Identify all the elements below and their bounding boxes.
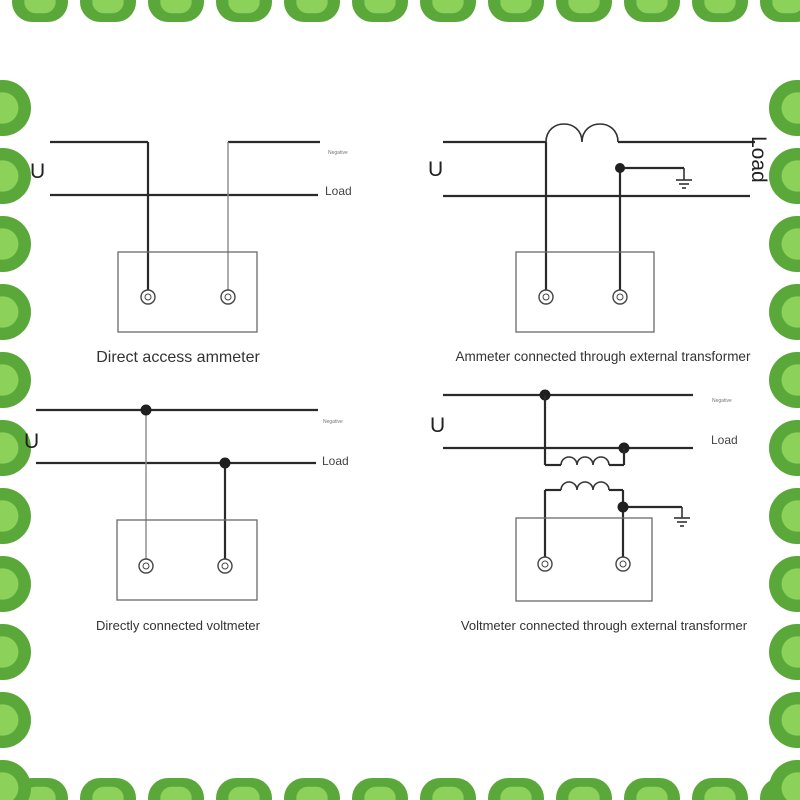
border-pill <box>80 778 136 800</box>
border-pill <box>624 778 680 800</box>
panel-transformer-ammeter: U Load Ammeter connected through externa… <box>428 123 770 364</box>
border-pill <box>352 0 408 22</box>
transformer-secondary-coil-icon <box>560 481 610 491</box>
border-pill <box>692 778 748 800</box>
terminal-right <box>217 558 233 574</box>
panel-caption: Direct access ammeter <box>96 349 260 366</box>
meter-box <box>515 251 655 333</box>
border-pill <box>148 0 204 22</box>
voltage-label: U <box>30 160 45 183</box>
current-transformer-coil-icon <box>545 123 619 143</box>
junction-node-bottom <box>219 457 231 469</box>
junction-node-top <box>140 404 152 416</box>
meter-box <box>116 519 258 601</box>
border-pill <box>0 148 31 204</box>
border-pill <box>769 352 800 408</box>
border-pill <box>556 0 612 22</box>
border-pill <box>0 624 31 680</box>
border-pill <box>624 0 680 22</box>
panel-direct-ammeter: U Negative Load Direct access ammeter <box>30 140 352 366</box>
panel-caption: Directly connected voltmeter <box>96 618 261 633</box>
voltage-label: U <box>428 158 443 181</box>
border-pill <box>769 420 800 476</box>
junction-node <box>615 163 625 173</box>
border-pill <box>0 284 31 340</box>
terminal-left <box>138 558 154 574</box>
border-pill <box>0 488 31 544</box>
border-pill <box>769 80 800 136</box>
border-pill <box>352 778 408 800</box>
border-pill <box>420 0 476 22</box>
border-pill <box>692 0 748 22</box>
border-pill <box>216 778 272 800</box>
border-pill <box>0 692 31 748</box>
border-pill <box>0 760 31 800</box>
negative-label: Negative <box>323 419 343 425</box>
panel-transformer-voltmeter: U Negative Load Voltmeter connected thro… <box>430 389 748 633</box>
terminal-right <box>612 289 628 305</box>
border-pill <box>284 778 340 800</box>
border-pill <box>0 352 31 408</box>
border-pill <box>0 556 31 612</box>
border-pill <box>12 0 68 22</box>
terminal-right <box>220 289 236 305</box>
border-pill <box>488 0 544 22</box>
terminal-left <box>538 289 554 305</box>
border-pill <box>420 778 476 800</box>
negative-label: Negative <box>712 398 732 404</box>
panel-caption: Ammeter connected through external trans… <box>456 349 751 364</box>
voltage-label: U <box>24 430 39 453</box>
ground-icon <box>674 517 690 527</box>
terminal-left <box>140 289 156 305</box>
negative-label: Negative <box>328 150 348 156</box>
border-pill <box>488 778 544 800</box>
border-pill <box>769 216 800 272</box>
border-pill <box>769 624 800 680</box>
border-pill <box>769 284 800 340</box>
voltage-label: U <box>430 414 445 437</box>
border-pill <box>0 80 31 136</box>
terminal-right <box>615 556 631 572</box>
border-pill <box>216 0 272 22</box>
border-pill <box>148 778 204 800</box>
border-pill <box>769 760 800 800</box>
border-pill <box>0 216 31 272</box>
border-pill <box>80 0 136 22</box>
meter-box <box>117 251 258 333</box>
meter-box <box>515 517 653 602</box>
border-pill <box>760 0 800 22</box>
load-label: Load <box>322 454 349 468</box>
junction-node-secondary <box>617 501 629 513</box>
border-pill <box>769 488 800 544</box>
border-pill <box>769 692 800 748</box>
border-pill <box>556 778 612 800</box>
border-pill <box>0 420 31 476</box>
load-label: Load <box>711 433 738 447</box>
ground-icon <box>676 179 692 189</box>
panel-caption: Voltmeter connected through external tra… <box>461 618 748 633</box>
border-pill <box>284 0 340 22</box>
terminal-left <box>537 556 553 572</box>
load-label: Load <box>325 184 352 198</box>
load-label-vertical: Load <box>747 136 770 183</box>
sheet-background <box>31 22 769 778</box>
panel-direct-voltmeter: U Negative Load Directly connected voltm… <box>24 404 349 633</box>
border-pill <box>769 148 800 204</box>
transformer-primary-coil-icon <box>560 456 610 466</box>
border-pill <box>769 556 800 612</box>
